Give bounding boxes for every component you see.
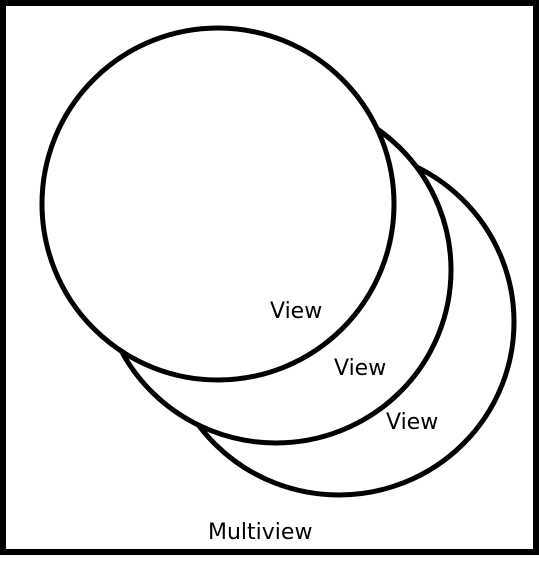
multiview-diagram: View View View Multiview [39,25,517,545]
diagram-caption: Multiview [208,520,312,545]
view-1 [39,25,397,383]
view-1-label: View [270,299,322,324]
view-3-label: View [386,410,438,435]
view-2-label: View [334,356,386,381]
view-1-circle [39,25,397,383]
